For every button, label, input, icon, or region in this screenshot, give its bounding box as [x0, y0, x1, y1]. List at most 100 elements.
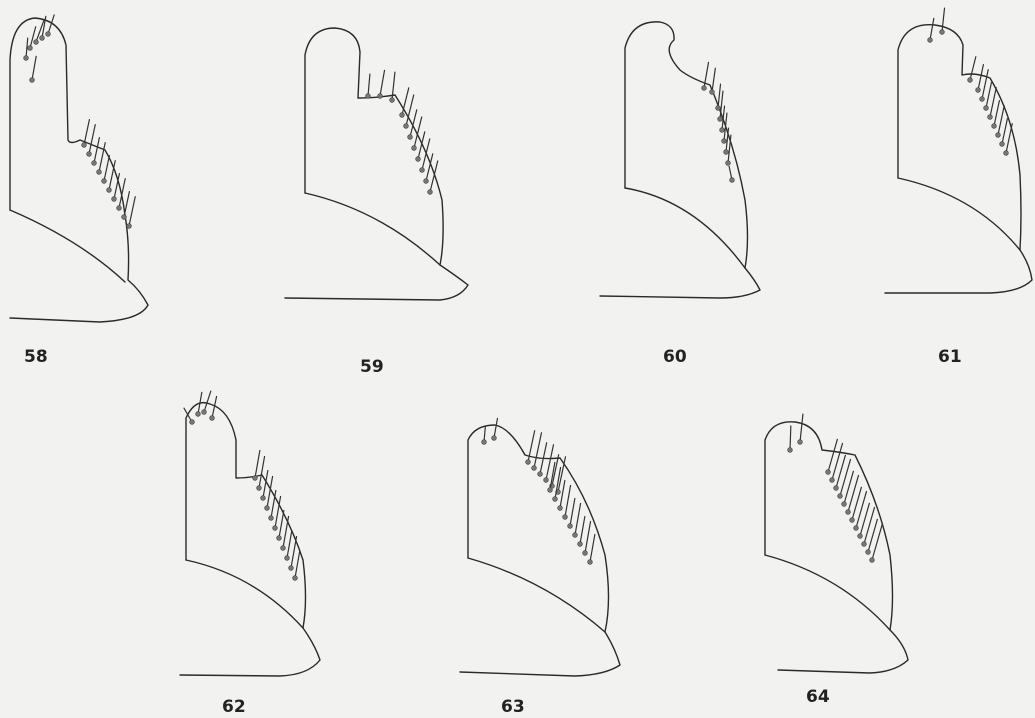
setae-61-socket [1003, 150, 1009, 156]
setae-63-socket [587, 559, 593, 565]
setae-58-socket [111, 196, 117, 202]
setae-62-socket [189, 419, 195, 425]
setae-60-seta [719, 90, 724, 120]
setae-63-socket [547, 487, 553, 493]
setae-58-socket [39, 35, 45, 41]
setae-58-socket [116, 205, 122, 211]
setae-64-socket [869, 557, 875, 563]
setae-60-seta [723, 112, 728, 142]
setae-64-seta [855, 490, 868, 529]
setae-61-seta [1001, 117, 1009, 145]
setae-58-seta [128, 196, 136, 227]
setae-59-socket [365, 93, 371, 99]
setae-58-seta [41, 15, 47, 39]
setae-62-socket [260, 495, 266, 501]
setae-61-seta [977, 63, 985, 91]
setae-63-seta [574, 502, 582, 536]
setae-62-socket [284, 555, 290, 561]
setae-63-seta [569, 497, 576, 527]
setae-62-socket [288, 565, 294, 571]
setae-62-socket [195, 411, 201, 417]
setae-58-socket [121, 214, 127, 220]
setae-60-seta [711, 67, 716, 93]
setae-62-seta [294, 549, 301, 579]
setae-64-seta [859, 502, 870, 537]
setae-64-socket [849, 517, 855, 523]
setae-62-seta [258, 455, 266, 489]
setae-60-socket [717, 116, 723, 122]
figure-64-base-curve [764, 554, 891, 631]
setae-61-seta [989, 87, 997, 118]
setae-61-socket [983, 105, 989, 111]
setae-64-seta [827, 438, 838, 473]
setae-61-seta [993, 99, 1001, 127]
figure-64-label: 64 [806, 687, 830, 707]
figure-58-outline [9, 17, 149, 323]
figure-62-label: 62 [222, 697, 246, 717]
setae-63-socket [543, 477, 549, 483]
setae-61-seta [969, 56, 977, 81]
setae-58-socket [86, 151, 92, 157]
setae-60-socket [715, 105, 721, 111]
setae-58-socket [29, 77, 35, 83]
setae-64-seta [867, 518, 878, 553]
setae-64-socket [797, 439, 803, 445]
setae-58-seta [103, 154, 111, 182]
setae-64-seta [851, 486, 862, 521]
setae-62-seta [274, 495, 282, 529]
setae-63-socket [572, 532, 578, 538]
setae-60-socket [719, 127, 725, 133]
setae-58-seta [83, 118, 91, 146]
setae-59-socket [415, 156, 421, 162]
setae-62-seta [262, 469, 269, 499]
setae-60-socket [721, 138, 727, 144]
figure-63-base-curve [467, 557, 606, 633]
setae-62-socket [280, 545, 286, 551]
figure-62-setae [183, 390, 301, 581]
setae-64-seta [871, 522, 884, 561]
setae-58-socket [106, 187, 112, 193]
setae-64-socket [857, 533, 863, 539]
setae-64-socket [845, 509, 851, 515]
setae-59-socket [427, 189, 433, 195]
setae-58-socket [126, 223, 132, 229]
setae-60-seta [727, 134, 732, 164]
figure-63-setae [481, 417, 596, 565]
setae-64-seta [789, 425, 792, 451]
setae-58-seta [29, 26, 37, 49]
setae-63-socket [577, 541, 583, 547]
setae-64-seta [839, 458, 852, 497]
setae-59-socket [403, 123, 409, 129]
setae-62-socket [292, 575, 298, 581]
setae-61-socket [987, 114, 993, 120]
figure-58-label: 58 [24, 347, 48, 367]
setae-63-seta [527, 430, 536, 463]
setae-63-seta [554, 466, 562, 500]
setae-59-socket [389, 97, 395, 103]
setae-64-seta [831, 442, 844, 481]
setae-64-seta [847, 474, 860, 513]
setae-64-socket [833, 485, 839, 491]
figure-59-label: 59 [360, 357, 384, 377]
setae-62-seta [266, 475, 274, 509]
setae-61-socket [927, 37, 933, 43]
setae-63-socket [552, 496, 558, 502]
setae-58-seta [35, 18, 45, 43]
setae-58-seta [108, 160, 116, 191]
setae-60-socket [725, 160, 731, 166]
setae-64-socket [865, 549, 871, 555]
setae-64-socket [787, 447, 793, 453]
figure-58-setae [23, 14, 136, 229]
setae-61-socket [975, 87, 981, 93]
setae-63-seta [533, 432, 543, 469]
setae-59-seta [367, 73, 371, 97]
setae-59-seta [413, 116, 423, 149]
setae-62-socket [252, 475, 258, 481]
figure-62: 62 [179, 390, 321, 717]
setae-62-socket [209, 415, 215, 421]
setae-61-socket [999, 141, 1005, 147]
setae-62-seta [254, 449, 261, 479]
setae-64-socket [825, 469, 831, 475]
setae-59-socket [419, 167, 425, 173]
setae-63-socket [557, 505, 563, 511]
